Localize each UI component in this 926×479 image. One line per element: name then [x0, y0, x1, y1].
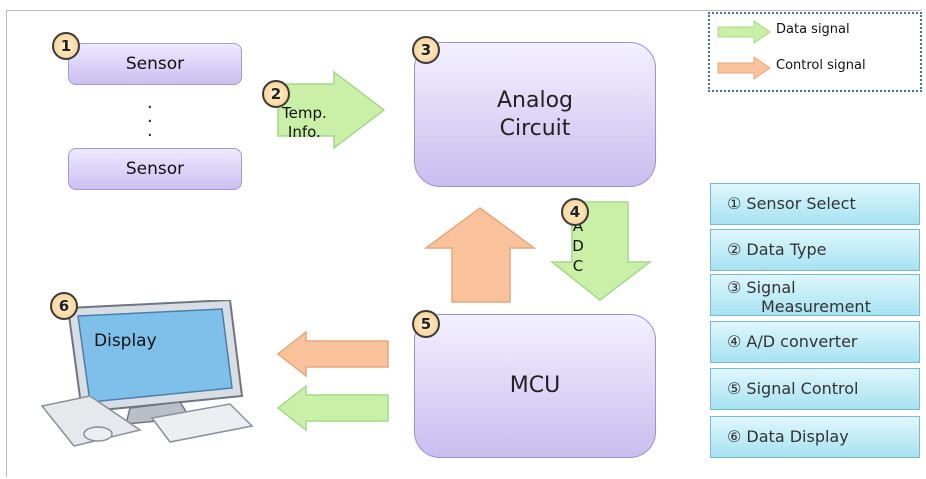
step-number-4: 4	[561, 198, 589, 226]
display-label: Display	[94, 331, 157, 351]
legend-control-label: Control signal	[776, 58, 866, 73]
step-sensor-select: ① Sensor Select	[710, 183, 920, 225]
step-data-type: ② Data Type	[710, 229, 920, 271]
adc-arrow	[550, 201, 653, 301]
temp-info-arrow	[277, 70, 386, 150]
legend-data-signal: Data signal	[710, 16, 920, 48]
temp-info-label: Temp. Info.	[282, 104, 327, 141]
sensor-box-bottom: Sensor	[68, 148, 242, 190]
control-left-arrow	[276, 330, 389, 378]
legend-control-signal: Control signal	[710, 52, 920, 84]
step-number-1: 1	[52, 32, 80, 60]
ellipsis-dots: ...	[147, 92, 153, 141]
step-signal-control: ⑤ Signal Control	[710, 368, 920, 410]
green-arrow-icon	[717, 20, 771, 44]
legend-data-label: Data signal	[776, 22, 850, 37]
adc-label: A D C	[572, 217, 584, 275]
legend: Data signal Control signal	[708, 12, 922, 92]
step-number-5: 5	[412, 310, 440, 338]
mcu-box: MCU	[414, 314, 656, 458]
step-number-3: 3	[412, 36, 440, 64]
step-number-2: 2	[262, 80, 290, 108]
step-number-6: 6	[50, 292, 78, 320]
sensor-label: Sensor	[125, 54, 185, 74]
sensor-box-top: Sensor	[68, 43, 242, 85]
step-data-display: ⑥ Data Display	[710, 416, 920, 458]
step-ad-converter: ④ A/D converter	[710, 321, 920, 363]
control-up-arrow	[424, 207, 536, 303]
orange-arrow-icon	[717, 56, 771, 80]
diagram-frame	[6, 10, 921, 477]
data-left-arrow	[276, 384, 389, 432]
analog-circuit-box: Analog Circuit	[414, 42, 656, 187]
sensor-label: Sensor	[125, 159, 185, 179]
computer-display-icon	[40, 300, 254, 447]
